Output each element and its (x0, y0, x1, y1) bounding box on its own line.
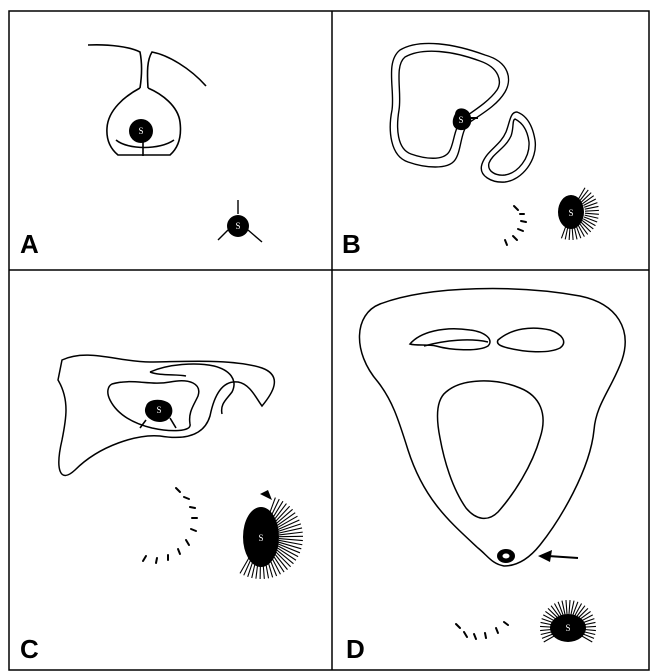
panel-c-cell: S (140, 400, 176, 428)
cilium (566, 600, 567, 614)
panel-d-inner-cavity (438, 381, 544, 518)
panel-b-ciliated-cell: S (558, 188, 599, 240)
panel-a-cell-marker: S (138, 126, 143, 136)
panel-d-ciliated-cell-marker: S (565, 623, 570, 633)
panel-b-cilia-fragments (505, 206, 526, 245)
panel-c-fold-tip (150, 372, 186, 376)
panel-c-ciliated-cell-marker: S (258, 533, 263, 543)
panel-d-outer-body (359, 289, 625, 566)
panel-d-cell (497, 549, 515, 563)
cilium (569, 600, 570, 614)
panel-a-small-cell-marker: S (235, 221, 240, 231)
cilium (279, 540, 303, 544)
panel-c-label: C (20, 634, 39, 664)
cilium (585, 213, 599, 214)
cilium (275, 509, 293, 525)
panel-c-ciliated-cell: S (240, 490, 303, 579)
panel-a-label: A (20, 229, 39, 259)
panel-d-cilia-fragments (456, 622, 508, 639)
panel-b-side-shape (481, 112, 535, 182)
panel-a-stalk (88, 45, 142, 88)
cilium (585, 210, 599, 211)
panel-d-label: D (346, 634, 365, 664)
panel-b-inner-shape (398, 51, 500, 158)
cilium (275, 548, 294, 563)
panel-c-cilia-fragments (143, 488, 197, 563)
panel-c-cell-marker: S (156, 405, 161, 415)
panel-b-outer-shape (390, 43, 508, 167)
cilium (279, 539, 303, 541)
panel-frame (9, 11, 649, 670)
panel-d-ciliated-cell: S (540, 600, 596, 642)
panel-a-stalk-right (147, 52, 206, 88)
panel-d (359, 289, 625, 566)
panel-d-fold-right (497, 328, 563, 352)
panel-b-label: B (342, 229, 361, 259)
panel-d-arrow (538, 550, 578, 562)
panel-a-cell: S (129, 119, 153, 143)
panel-a-cell-small: S (218, 200, 262, 242)
panel-d-fold-left (410, 329, 490, 350)
panel-b-cell-marker: S (458, 115, 463, 125)
panel-b-ciliated-cell-marker: S (568, 208, 573, 218)
